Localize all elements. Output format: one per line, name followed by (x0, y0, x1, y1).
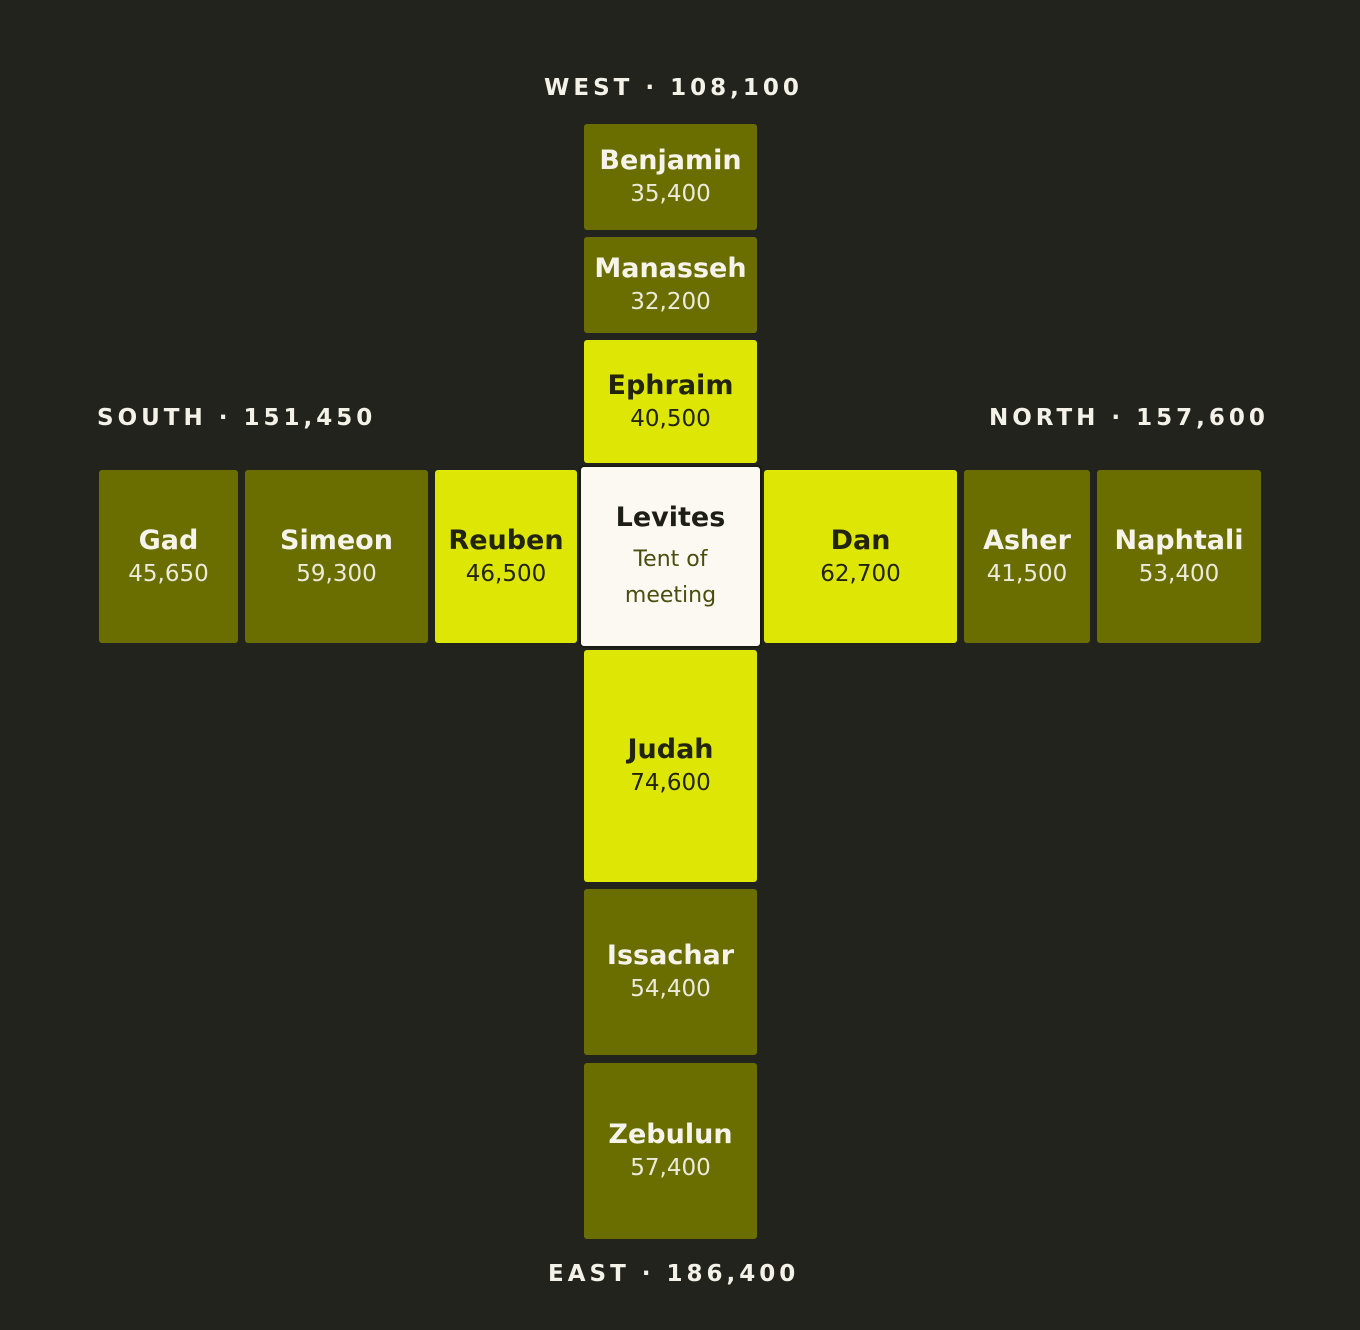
tribe-manasseh: Manasseh 32,200 (584, 237, 757, 333)
tribe-name: Issachar (606, 940, 735, 971)
east-side-label: EAST · 186,400 (548, 1261, 800, 1287)
tribe-issachar: Issachar 54,400 (584, 889, 757, 1055)
levites-tent-of-meeting: Levites Tent of meeting (579, 465, 762, 648)
tribe-zebulun: Zebulun 57,400 (584, 1063, 757, 1239)
tribe-name: Zebulun (608, 1119, 733, 1150)
tribe-simeon: Simeon 59,300 (245, 470, 428, 643)
tribe-name: Ephraim (607, 369, 734, 401)
tribe-count: 54,400 (630, 976, 711, 1002)
tribe-count: 32,200 (630, 289, 711, 315)
tribe-ephraim: Ephraim 40,500 (584, 340, 757, 463)
tribe-count: 35,400 (630, 181, 711, 207)
tribe-count: 41,500 (986, 560, 1068, 587)
tribe-judah: Judah 74,600 (584, 650, 757, 882)
tribe-gad: Gad 45,650 (99, 470, 238, 643)
tribe-reuben: Reuben 46,500 (435, 470, 577, 643)
center-subtitle: Tent of meeting (624, 546, 717, 608)
tribe-name: Judah (627, 734, 714, 765)
tribe-count: 59,300 (296, 560, 377, 587)
west-side-label: WEST · 108,100 (544, 75, 803, 101)
tribe-name: Benjamin (599, 145, 742, 176)
tribe-name: Simeon (280, 524, 393, 556)
tribe-name: Asher (983, 524, 1071, 556)
tribe-count: 40,500 (630, 405, 711, 432)
tribe-count: 74,600 (630, 770, 711, 796)
tribe-name: Manasseh (594, 253, 747, 284)
tribe-count: 46,500 (465, 560, 547, 587)
south-side-label: SOUTH · 151,450 (97, 405, 377, 431)
tribe-name: Dan (830, 524, 891, 556)
tribe-count: 62,700 (820, 560, 901, 587)
center-name: Levites (615, 501, 726, 533)
north-side-label: NORTH · 157,600 (989, 405, 1269, 431)
tribe-asher: Asher 41,500 (964, 470, 1090, 643)
tribe-name: Naphtali (1114, 524, 1244, 556)
tribe-naphtali: Naphtali 53,400 (1097, 470, 1261, 643)
tribe-count: 57,400 (630, 1155, 711, 1181)
tribe-dan: Dan 62,700 (764, 470, 957, 643)
tribe-name: Reuben (448, 524, 564, 556)
tribe-benjamin: Benjamin 35,400 (584, 124, 757, 230)
tribe-count: 53,400 (1138, 560, 1220, 587)
tribe-name: Gad (138, 524, 199, 556)
tribe-count: 45,650 (128, 560, 209, 587)
